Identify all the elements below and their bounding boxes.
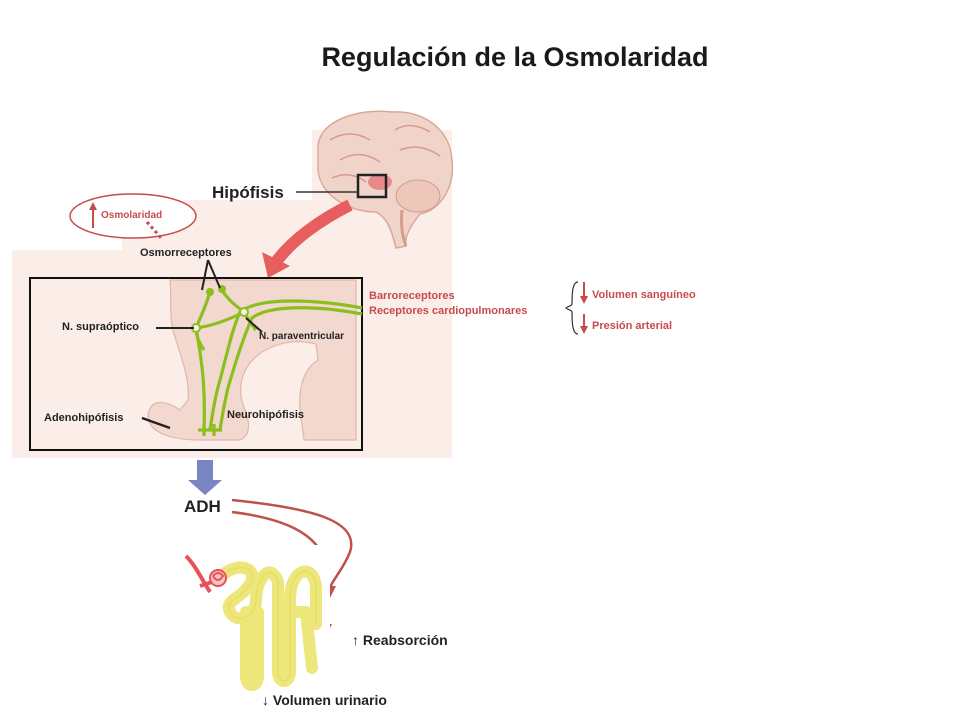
barorreceptores-label: Barroreceptores — [369, 290, 455, 302]
n-supraoptico-label: N. supraóptico — [62, 321, 140, 333]
receptores-cardiopulmonares-label: Receptores cardiopulmonares — [369, 305, 528, 317]
osmolaridad-label: Osmolaridad — [101, 210, 163, 221]
pituitary-highlight-box — [356, 173, 388, 199]
paraventricular-nucleus-marker — [239, 307, 249, 317]
adenohipofisis-label: Adenohipófisis — [44, 412, 124, 424]
presion-arterial-label: Presión arterial — [592, 320, 673, 332]
volumen-sanguineo-label: Volumen sanguíneo — [592, 289, 696, 301]
adh-arrow-curve-1 — [231, 498, 353, 591]
adh-label: ADH — [184, 497, 221, 516]
osmoreceptor-dot-left — [206, 288, 214, 296]
hipofisis-label: Hipófisis — [212, 183, 284, 202]
adh-arrow — [197, 460, 213, 482]
neurohipofisis-label: Neurohipófisis — [227, 409, 305, 421]
zoom-arrow — [271, 199, 353, 266]
reabsorcion-label: ↑ Reabsorción — [352, 632, 448, 648]
osmolaridad-oval — [69, 193, 197, 239]
osmolaridad-dotted-link — [145, 221, 165, 241]
volumen-urinario-label: ↓ Volumen urinario — [262, 692, 387, 708]
osmorreceptores-label: Osmorreceptores — [140, 247, 232, 259]
curly-brace — [565, 281, 579, 335]
diagram-title: Regulación de la Osmolaridad — [321, 42, 709, 72]
n-paraventricular-label: N. paraventricular — [259, 331, 345, 342]
